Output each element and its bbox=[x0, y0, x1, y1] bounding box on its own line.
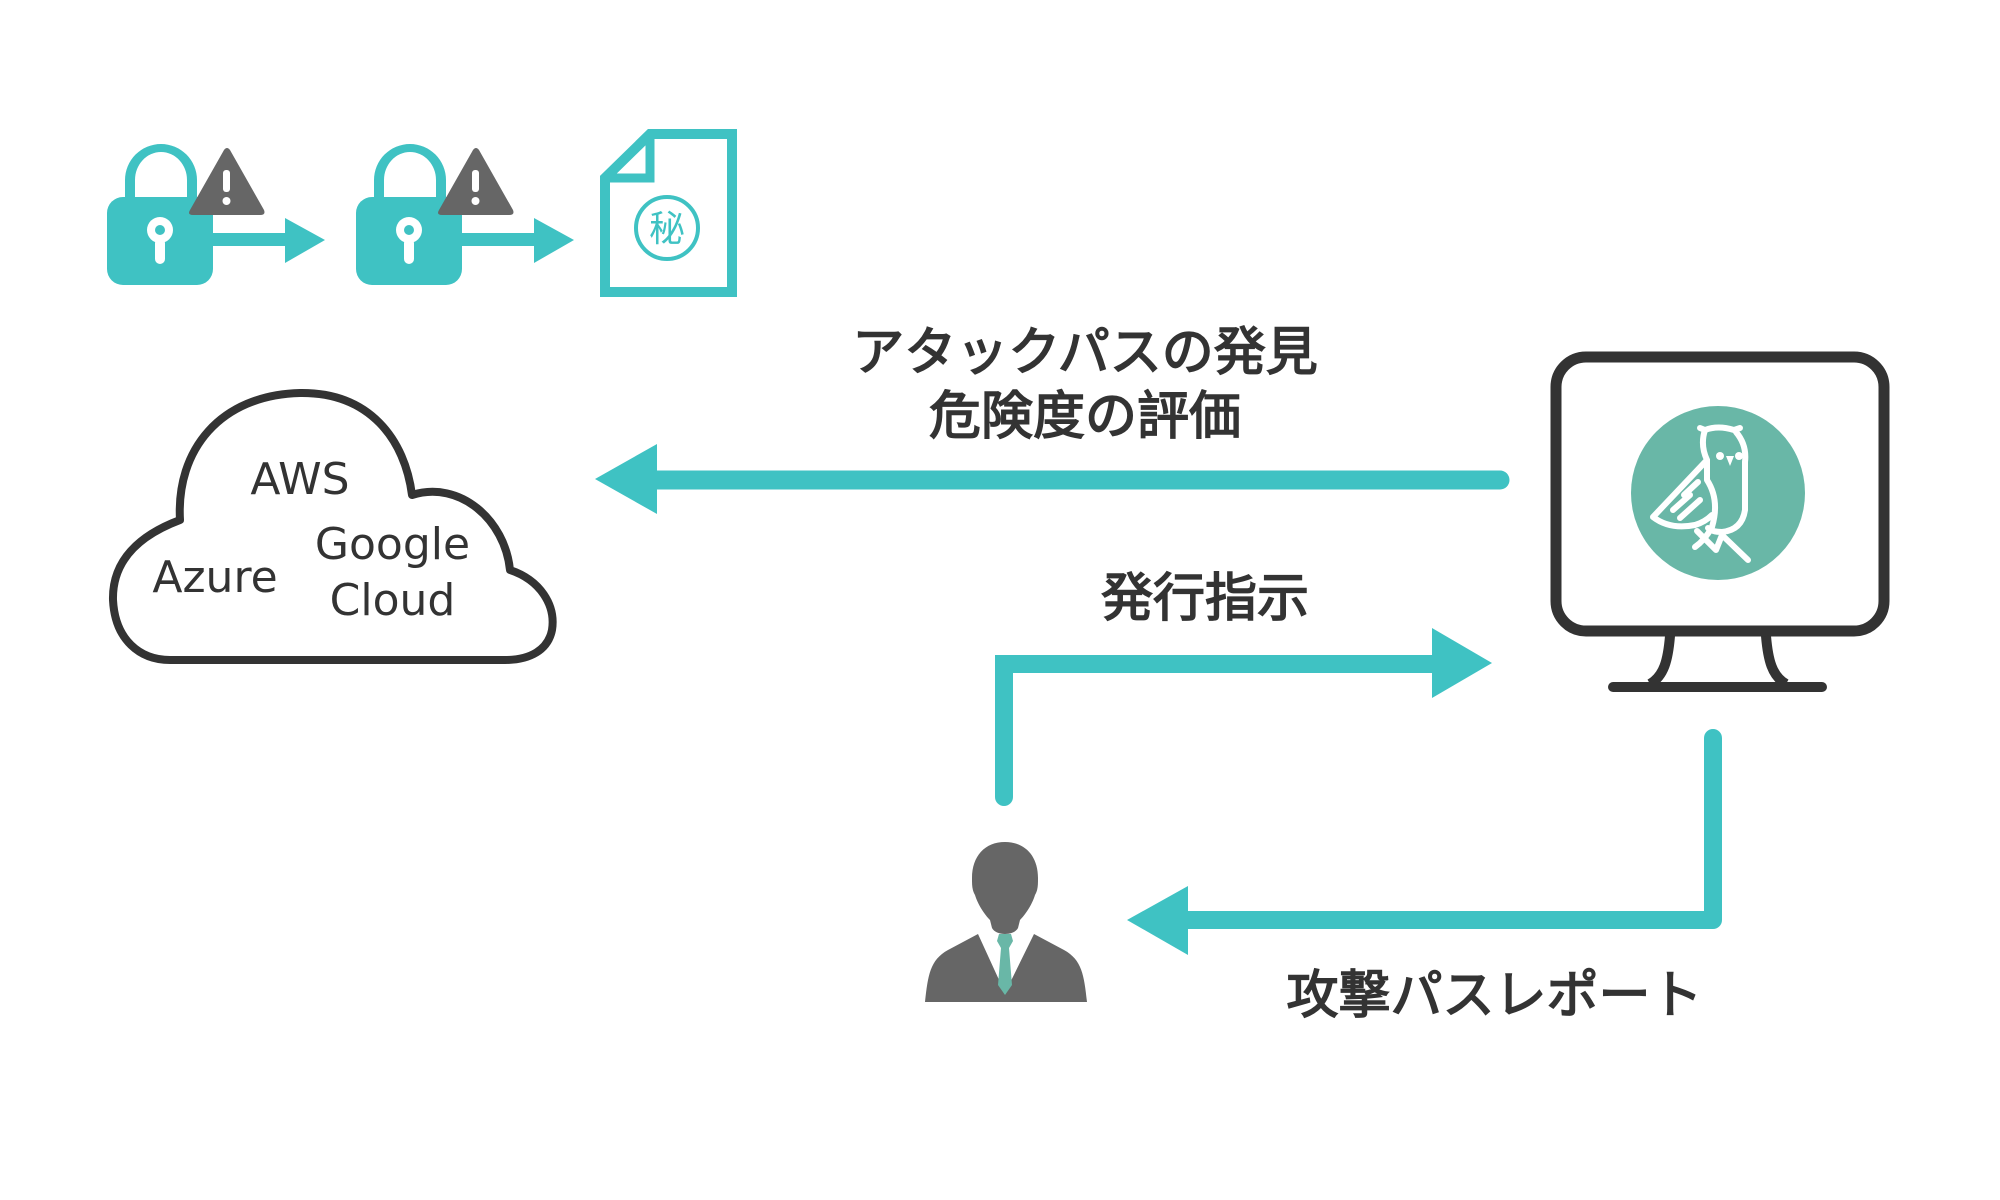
report-arrow bbox=[1127, 729, 1722, 955]
discovery-arrow bbox=[595, 444, 1510, 514]
discovery-label-line2: 危険度の評価 bbox=[928, 387, 1241, 447]
cloud-icon bbox=[108, 388, 557, 664]
cloud-provider-aws: AWS bbox=[250, 454, 350, 505]
instruction-label: 発行指示 bbox=[1100, 569, 1309, 629]
warning-icon bbox=[189, 148, 265, 215]
secret-document-icon: 秘 bbox=[600, 129, 737, 297]
arrow-icon bbox=[462, 218, 574, 263]
cloud-provider-azure: Azure bbox=[152, 552, 278, 603]
warning-icon bbox=[438, 148, 514, 215]
lock-icon bbox=[107, 144, 213, 285]
seal-text: 秘 bbox=[649, 209, 685, 250]
person-icon bbox=[925, 842, 1087, 1002]
arrow-icon bbox=[213, 218, 325, 263]
cloud-provider-google: Google bbox=[314, 519, 471, 570]
report-label: 攻撃パスレポート bbox=[1286, 966, 1703, 1026]
owl-logo-icon bbox=[1631, 406, 1805, 580]
cloud-provider-cloud: Cloud bbox=[329, 575, 456, 626]
lock-icon bbox=[356, 144, 462, 285]
instruction-arrow bbox=[995, 628, 1492, 806]
discovery-label-line1: アタックパスの発見 bbox=[852, 323, 1318, 383]
